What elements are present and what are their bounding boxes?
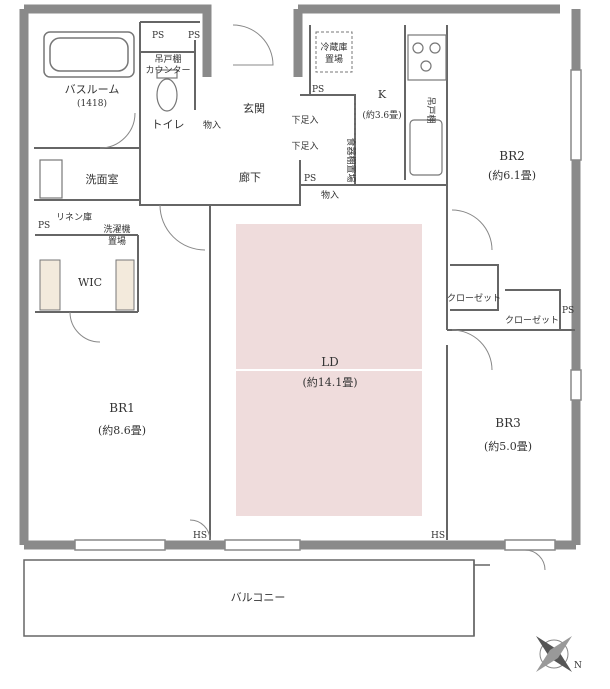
br3-label: BR3 <box>495 416 521 430</box>
hallway-label: 廊下 <box>239 170 261 184</box>
storage-entry-label: 物入 <box>203 119 221 131</box>
fridge-box <box>315 31 353 73</box>
ps-label-1: PS <box>152 31 164 41</box>
kitchen-sink <box>409 119 443 176</box>
br1-size: (約8.6畳) <box>98 423 146 437</box>
washroom-label: 洗面室 <box>86 172 119 186</box>
wic-label: WIC <box>78 276 102 289</box>
shoe-box-1-label: 下足入 <box>291 115 318 126</box>
ps-label-2: PS <box>188 31 200 41</box>
br2-label: BR2 <box>499 149 525 163</box>
compass-icon <box>536 636 572 672</box>
compass-n-label: N <box>574 661 582 671</box>
hanging-counter-label-1: 吊戸棚 <box>154 53 181 65</box>
interior-walls <box>34 21 575 540</box>
storage-ld-label: 物入 <box>321 189 339 201</box>
balcony <box>23 559 490 637</box>
pantry-label: 食器棚置場 <box>345 137 357 182</box>
hanging-counter-label-2: カウンター <box>145 65 190 76</box>
br3-size: (約5.0畳) <box>484 439 532 453</box>
stove <box>407 34 447 81</box>
balcony-label: バルコニー <box>231 591 286 604</box>
fridge-label-1: 冷蔵庫 <box>320 41 347 53</box>
kitchen-label: K <box>378 88 387 101</box>
closet-br3-label: クローゼット <box>505 314 559 326</box>
ps-label-5: PS <box>38 221 50 231</box>
bathroom-size: (1418) <box>77 98 107 109</box>
wic-shelves <box>39 259 135 311</box>
ld-size: (約14.1畳) <box>302 375 357 389</box>
closet-br2-label: クローゼット <box>447 292 501 304</box>
br2-size: (約6.1畳) <box>488 168 536 182</box>
genkan-label: 玄関 <box>243 101 265 115</box>
bathtub <box>43 31 135 78</box>
shoe-box-2-label: 下足入 <box>291 141 318 152</box>
linen-label: リネン庫 <box>56 211 92 223</box>
hs-label-2: HS <box>431 531 445 541</box>
doors <box>69 24 546 571</box>
toilet-label: トイレ <box>152 118 185 131</box>
br1-label: BR1 <box>109 401 135 415</box>
ps-label-3: PS <box>312 85 324 95</box>
washer-label-2: 置場 <box>108 235 126 247</box>
basin <box>39 159 63 199</box>
fridge-label-2: 置場 <box>325 53 343 65</box>
ld-label: LD <box>321 355 339 369</box>
ps-label-6: PS <box>562 306 574 316</box>
windows <box>74 69 582 551</box>
toilet-fixture <box>156 69 178 112</box>
kitchen-hanging-label: 吊戸棚 <box>425 96 437 123</box>
hs-label-1: HS <box>193 531 207 541</box>
ps-label-4: PS <box>304 174 316 184</box>
bathroom-label: バスルーム <box>65 83 120 96</box>
kitchen-size: (約3.6畳) <box>362 109 401 121</box>
washer-label-1: 洗濯機 <box>103 223 130 235</box>
